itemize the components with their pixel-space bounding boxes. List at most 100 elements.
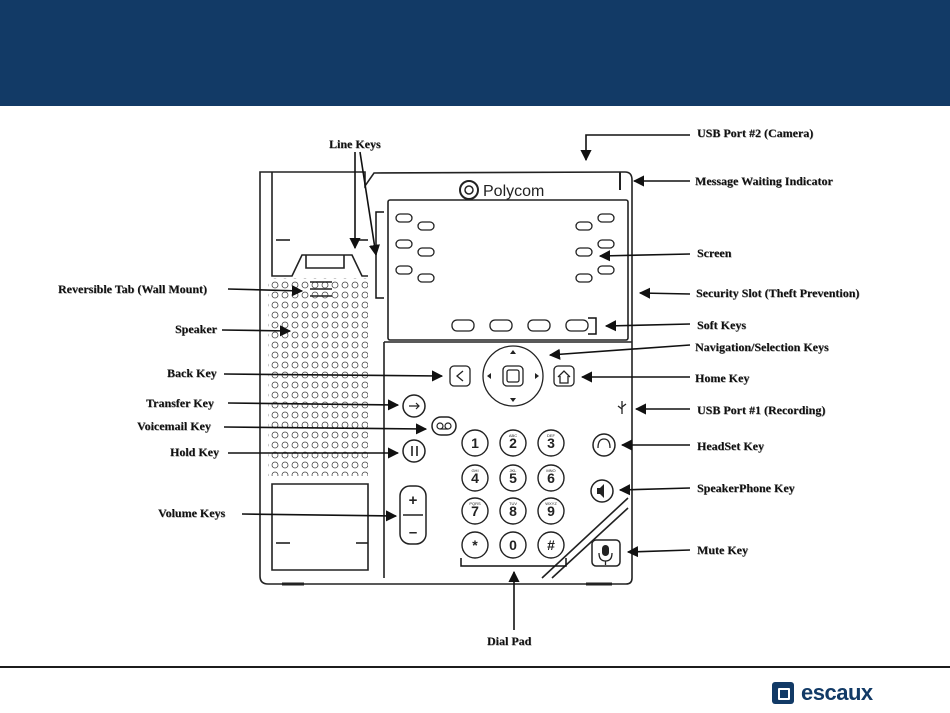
phone-body <box>259 171 633 585</box>
label-headset-key: HeadSet Key <box>697 439 764 453</box>
label-volume-keys: Volume Keys <box>158 506 226 520</box>
arrow-voicemail <box>223 423 428 435</box>
dial-key-digit: 5 <box>509 470 517 486</box>
dial-key <box>537 497 565 525</box>
label-message-waiting: Message Waiting Indicator <box>695 174 833 188</box>
label-security-slot: Security Slot (Theft Prevention) <box>696 286 860 300</box>
arrow-line-keys-b <box>359 151 380 257</box>
label-transfer-key: Transfer Key <box>146 396 214 410</box>
label-reversible-tab: Reversible Tab (Wall Mount) <box>58 282 208 296</box>
label-usb-port-1: USB Port #1 (Recording) <box>697 403 826 417</box>
volume-keys <box>399 485 427 545</box>
hold-key <box>402 439 426 463</box>
dial-key-digit: 6 <box>547 470 555 486</box>
polycom-logo: Polycom <box>459 180 544 200</box>
polycom-logo-text: Polycom <box>483 183 544 200</box>
arrow-volume <box>241 510 398 522</box>
arrow-speakerphone <box>618 484 691 496</box>
keypad-panel <box>383 341 632 578</box>
arrow-transfer <box>227 399 400 411</box>
dial-key <box>461 531 489 559</box>
dial-key-digit: 4 <box>471 470 479 486</box>
soft-keys-bracket <box>588 317 597 335</box>
dial-key-digit: * <box>472 537 478 553</box>
arrow-usb2 <box>580 134 690 162</box>
bottom-recess <box>271 483 369 571</box>
header-banner <box>0 0 950 106</box>
dial-key <box>499 429 527 457</box>
line-keys-bracket <box>375 211 384 299</box>
speakerphone-key <box>590 479 614 503</box>
label-navigation-keys: Navigation/Selection Keys <box>695 340 829 354</box>
label-hold-key: Hold Key <box>170 445 220 459</box>
label-speaker: Speaker <box>175 322 217 336</box>
arrow-screen <box>598 250 691 262</box>
label-soft-keys: Soft Keys <box>697 318 746 332</box>
escaux-logo-text: escaux <box>801 680 873 705</box>
dial-key-digit: # <box>547 537 555 553</box>
dial-key <box>461 464 489 492</box>
label-voicemail-key: Voicemail Key <box>137 419 211 433</box>
mute-key <box>591 539 621 567</box>
dial-key-letters: PQRS <box>469 501 481 506</box>
escaux-logo: escaux <box>772 680 873 706</box>
label-mute-key: Mute Key <box>697 543 748 557</box>
line-keys-left <box>395 213 435 283</box>
escaux-logo-mark <box>772 682 794 704</box>
dial-key-letters: MNO <box>546 468 555 473</box>
arrow-speaker <box>221 325 292 337</box>
navigation-keys <box>449 345 575 407</box>
dial-key-digit: 8 <box>509 503 517 519</box>
dial-key-letters: TUV <box>509 501 517 506</box>
dial-key-letters: GHI <box>471 468 478 473</box>
label-back-key: Back Key <box>167 366 217 380</box>
volume-minus: – <box>409 524 417 541</box>
dial-key <box>537 531 565 559</box>
volume-plus: + <box>409 492 418 509</box>
back-key <box>449 365 471 387</box>
dial-key <box>499 497 527 525</box>
dial-key-digit: 3 <box>547 435 555 451</box>
arrow-back <box>223 370 444 382</box>
dial-pad-bracket <box>460 558 567 567</box>
dial-key-digit: 0 <box>509 537 517 553</box>
label-home-key: Home Key <box>695 371 750 385</box>
dial-key <box>499 464 527 492</box>
dial-key-digit: 9 <box>547 503 555 519</box>
footer-divider <box>0 666 950 668</box>
headset-key <box>592 433 616 457</box>
dial-key-digit: 1 <box>471 435 479 451</box>
dial-key-letters: DEF <box>547 433 556 438</box>
arrow-rev-tab <box>227 285 304 297</box>
dial-key-letters: JKL <box>510 468 518 473</box>
label-speakerphone-key: SpeakerPhone Key <box>697 481 795 495</box>
arrow-soft-keys <box>604 320 691 332</box>
soft-keys <box>451 319 589 332</box>
dial-key <box>461 429 489 457</box>
handset-cradle <box>271 172 368 277</box>
speaker-grille <box>268 278 368 476</box>
arrow-security <box>638 287 691 299</box>
dial-key-digit: 7 <box>471 503 479 519</box>
label-dial-pad: Dial Pad <box>487 634 532 648</box>
arrow-nav <box>548 344 691 360</box>
dial-key-digit: 2 <box>509 435 517 451</box>
dial-key <box>537 464 565 492</box>
phone-diagram: Polycom + – <box>221 134 691 630</box>
label-line-keys: Line Keys <box>329 137 381 151</box>
arrow-mute <box>626 546 691 558</box>
dial-key-letters: ABC <box>509 433 517 438</box>
transfer-key <box>402 394 426 418</box>
label-screen: Screen <box>697 246 732 260</box>
dial-key <box>461 497 489 525</box>
dial-key-letters: WXYZ <box>545 501 557 506</box>
reversible-tab <box>305 255 345 269</box>
home-key <box>553 365 575 387</box>
dial-key <box>537 429 565 457</box>
line-keys-right <box>575 213 615 283</box>
usb-icon <box>617 401 627 414</box>
dial-key <box>499 531 527 559</box>
voicemail-key <box>431 416 457 436</box>
screen <box>387 199 629 341</box>
